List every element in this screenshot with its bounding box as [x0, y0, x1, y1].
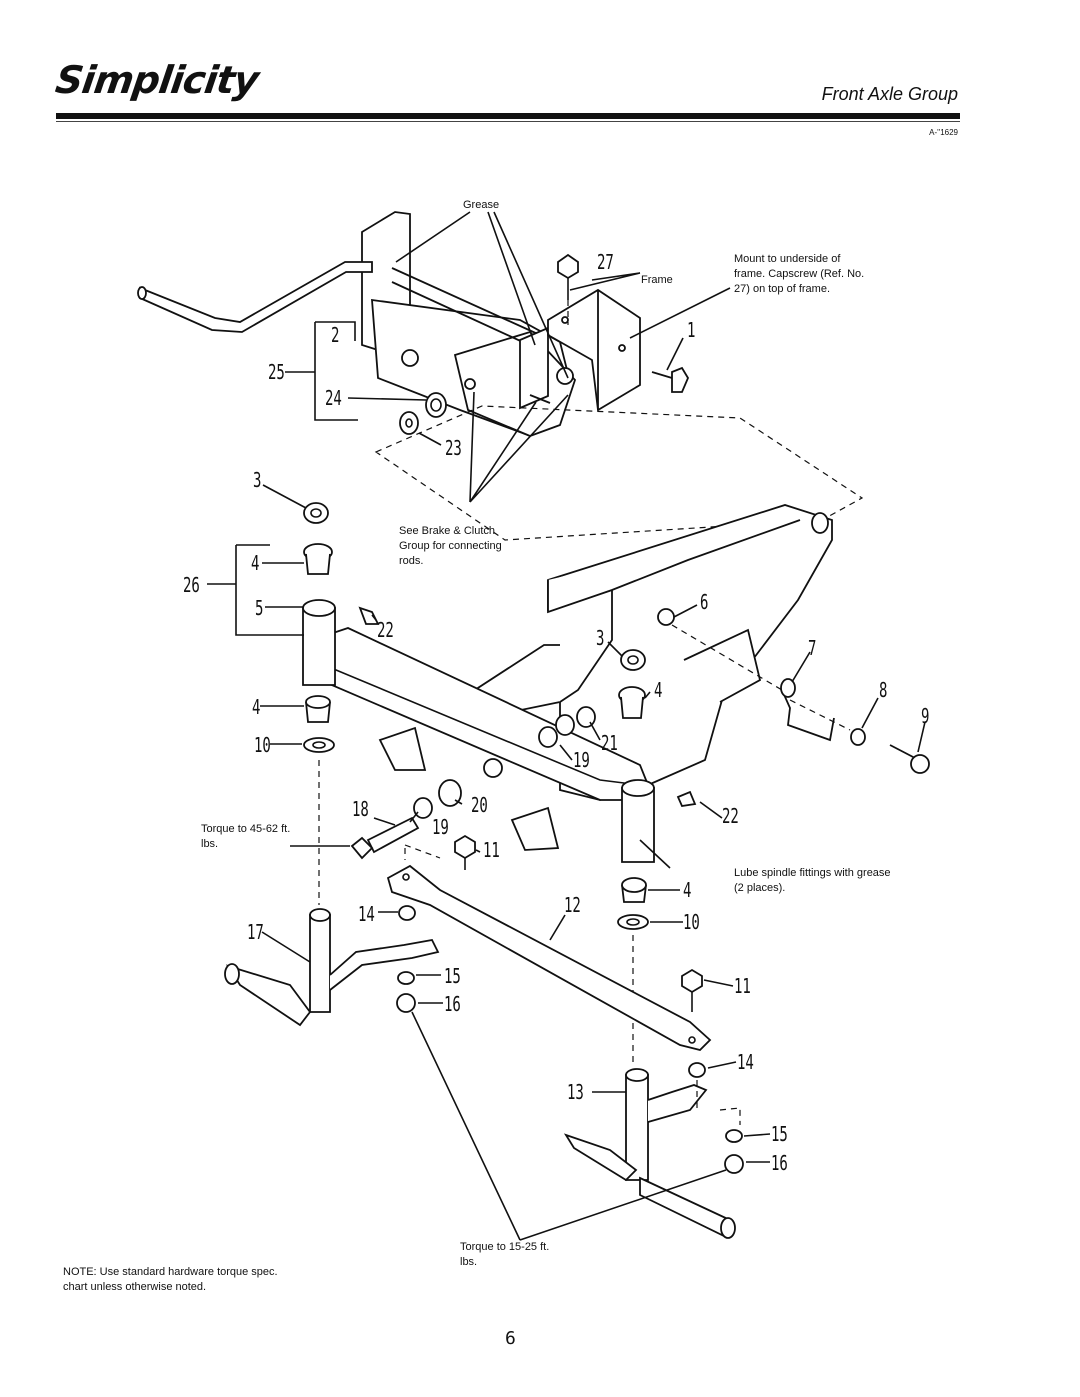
- header-rule-thin: [56, 121, 960, 122]
- spindle-tube-left: [302, 599, 336, 686]
- note-brake-clutch: See Brake & Clutch Group for connecting …: [399, 525, 502, 567]
- capscrew-1: [651, 366, 690, 393]
- callout-4-lower-left: 4: [252, 695, 261, 719]
- callout-3-left: 3: [253, 468, 262, 492]
- bolt-11-lower: [681, 968, 703, 1012]
- nut-16-right: [724, 1154, 744, 1174]
- callout-22-left: 22: [377, 618, 394, 642]
- callout-19-lower: 19: [432, 815, 449, 839]
- tie-rod-12: [386, 864, 712, 1051]
- rod-left: [137, 261, 373, 333]
- callout-27: 27: [597, 250, 614, 274]
- callout-18: 18: [352, 797, 369, 821]
- callout-4-upper-right: 4: [654, 678, 663, 702]
- nut-6: [657, 608, 675, 626]
- lockwasher-3-left: [303, 502, 329, 524]
- capscrew-27: [557, 253, 579, 325]
- callout-26: 26: [183, 573, 200, 597]
- grease-fitting-22-right: [676, 790, 697, 807]
- bolt-11-upper: [454, 834, 476, 870]
- dashed-guides: [404, 848, 741, 1125]
- callout-9: 9: [921, 704, 930, 728]
- callout-5: 5: [255, 596, 264, 620]
- callout-11-lower: 11: [734, 974, 751, 998]
- callout-20: 20: [471, 793, 488, 817]
- leader-lines: [207, 211, 926, 1241]
- washers-19-21: [538, 706, 596, 748]
- callout-4-upper-left: 4: [251, 551, 260, 575]
- header-rule: [56, 113, 960, 119]
- footer-note: NOTE: Use standard hardware torque spec.…: [63, 1266, 278, 1293]
- callout-13: 13: [567, 1080, 584, 1104]
- bushing-4-right-lower: [621, 877, 647, 903]
- callout-16-right: 16: [771, 1151, 788, 1175]
- label-frame: Frame: [641, 274, 673, 286]
- callout-19-upper: 19: [573, 748, 590, 772]
- callout-23: 23: [445, 436, 462, 460]
- spindle-13: [563, 1068, 736, 1239]
- callout-21: 21: [601, 731, 618, 755]
- callout-10-right: 10: [683, 910, 700, 934]
- bushing-4-left-upper: [303, 543, 333, 575]
- rod-7: [780, 678, 835, 742]
- page-number: 6: [505, 1328, 516, 1349]
- washer-23: [399, 411, 419, 435]
- grease-fitting-22-left: [358, 606, 380, 625]
- washer-10-right: [617, 914, 649, 930]
- lockwasher-3-right: [620, 649, 646, 671]
- callout-14-right: 14: [737, 1050, 754, 1074]
- callout-7: 7: [808, 636, 817, 660]
- note-lube: Lube spindle fittings with grease (2 pla…: [734, 867, 891, 894]
- nut-14-right: [688, 1062, 706, 1078]
- callout-16-left: 16: [444, 992, 461, 1016]
- callout-11-upper: 11: [483, 838, 500, 862]
- upper-bracket: [361, 211, 577, 437]
- washer-19-lower: [413, 797, 433, 819]
- figure-ref-code: A-''1629: [929, 128, 958, 137]
- callout-4-lower-right: 4: [683, 878, 692, 902]
- note-torque-lower: Torque to 15-25 ft. lbs.: [460, 1241, 550, 1268]
- callout-15-left: 15: [444, 964, 461, 988]
- callout-14-left: 14: [358, 902, 375, 926]
- callout-17: 17: [247, 920, 264, 944]
- section-title: Front Axle Group: [821, 84, 958, 104]
- bushing-4-right-upper: [618, 686, 646, 719]
- spindle-tube-right: [621, 779, 655, 863]
- nut-14-left: [398, 905, 416, 921]
- washer-10-left: [303, 737, 335, 753]
- callout-15-right: 15: [771, 1122, 788, 1146]
- callout-8: 8: [879, 678, 888, 702]
- callout-22-right: 22: [722, 804, 739, 828]
- callout-3-right: 3: [596, 626, 605, 650]
- bolt-9: [889, 744, 930, 774]
- callout-10-left: 10: [254, 733, 271, 757]
- callout-1: 1: [687, 318, 696, 342]
- callout-2: 2: [331, 323, 340, 347]
- note-mount: Mount to underside of frame. Capscrew (R…: [734, 253, 865, 295]
- spindle-17: [224, 908, 440, 1027]
- frame-bracket: [547, 288, 641, 412]
- bolt-18: [350, 816, 420, 860]
- callout-6: 6: [700, 590, 709, 614]
- note-torque-upper: Torque to 45-62 ft. lbs.: [201, 823, 291, 850]
- bushing-24: [425, 392, 447, 418]
- bushing-4-left-lower: [305, 695, 331, 723]
- nut-16-left: [396, 993, 416, 1013]
- callout-25: 25: [268, 360, 285, 384]
- washer-15-right: [725, 1129, 743, 1143]
- label-grease: Grease: [463, 199, 500, 211]
- washer-15-left: [397, 971, 415, 985]
- washer-8: [850, 728, 866, 746]
- callout-24: 24: [325, 386, 342, 410]
- callout-12: 12: [564, 893, 581, 917]
